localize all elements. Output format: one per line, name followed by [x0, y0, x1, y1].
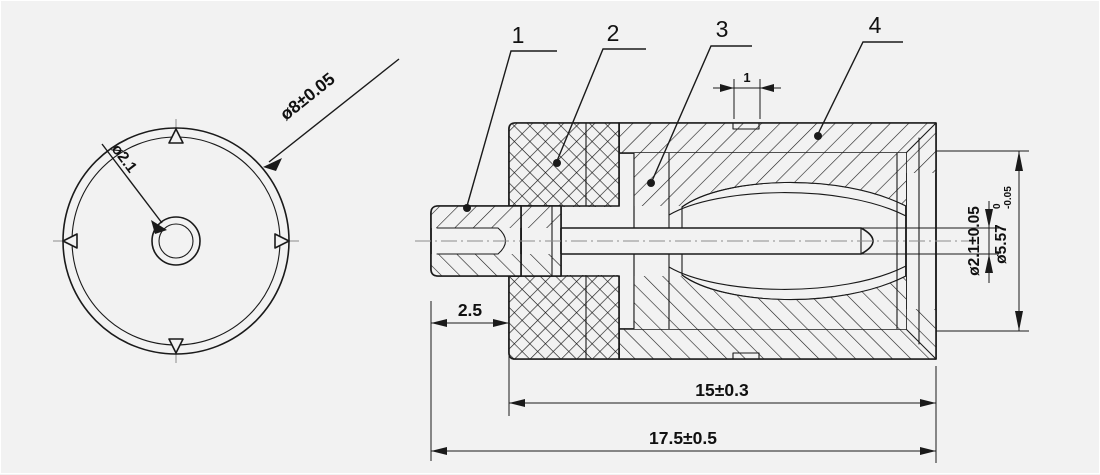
body-length-text: 15±0.3 [695, 380, 749, 400]
pin-tip-tube-bottom-hatch [431, 254, 521, 276]
outer-body-right-cap-bottom-hatch [906, 309, 936, 359]
front-face-offset-arrow-left [431, 319, 447, 327]
balloon-2-dot [647, 179, 655, 187]
dimension-bore-diameter-section: ø2.1±0.05 [861, 201, 999, 283]
body-length-arrow-left [509, 399, 525, 407]
balloon-callout-3: 2 [553, 20, 646, 167]
outer-body-top-notch-left [732, 122, 760, 130]
front-outer-diameter-text: ø8±0.05 [276, 68, 339, 124]
front-bore-inner-circle [158, 223, 194, 259]
outer-diameter-section-tol-lower-text: -0.05 [1003, 186, 1014, 209]
front-bore-diameter-leader-line [101, 143, 163, 224]
overall-length-arrow-right [920, 447, 936, 455]
balloon-callout-2: 3 [647, 16, 752, 187]
knurled-insulator-bottom-texture [509, 275, 619, 359]
front-bore-diameter-arrowhead [151, 220, 167, 234]
section-marker-bottom [168, 338, 184, 354]
balloon-1-label: 4 [869, 12, 882, 38]
outer-body-bottom-chamfer [905, 328, 937, 360]
overall-length-arrow-left [431, 447, 447, 455]
balloon-3-label: 2 [607, 20, 620, 46]
balloon-4-dot [463, 204, 471, 212]
front-end-view: ø8±0.05 ø2.1 [53, 58, 400, 363]
section-marker-left [62, 233, 78, 249]
balloon-4-leader [466, 50, 557, 207]
bore-diameter-section-text: ø2.1±0.05 [966, 206, 983, 276]
inner-sleeve-top-secondary-curve [668, 192, 907, 217]
outer-diameter-arrow-bottom [1015, 311, 1023, 331]
overall-length-text: 17.5±0.5 [649, 428, 717, 448]
pin-collar-bottom-hatch [509, 254, 561, 276]
outer-diameter-section-base-text: ø5.57 [993, 224, 1010, 264]
front-outer-diameter-leader-line [268, 58, 400, 163]
outer-diameter-arrow-top [1015, 151, 1023, 171]
bore-diameter-arrow-top [985, 209, 993, 228]
inner-sleeve-top-inner-curve [681, 181, 907, 208]
inner-sleeve-bottom-secondary-curve [668, 265, 907, 290]
inner-sleeve-bottom-inner-curve [681, 274, 907, 301]
dimension-body-length: 15±0.3 [508, 366, 937, 416]
dimension-front-face-offset: 2.5 [430, 300, 510, 461]
body-length-arrow-right [920, 399, 936, 407]
balloon-callout-4: 1 [463, 22, 557, 212]
balloon-4-label: 1 [512, 22, 525, 48]
front-outer-diameter-arrowhead [263, 158, 282, 171]
step-width-arrow-right [760, 84, 774, 92]
balloon-3-leader [556, 48, 646, 162]
dimension-step-width: 1 [713, 70, 781, 119]
section-marker-right [274, 233, 290, 249]
outer-diameter-section-tol-upper-text: 0 [992, 203, 1003, 209]
longitudinal-section-view: 1 2 3 4 [415, 12, 1029, 463]
pin-tip-tube-top-hatch [431, 206, 521, 228]
step-width-arrow-left [720, 84, 734, 92]
dimension-outer-diameter-section: ø5.57 0 -0.05 [936, 150, 1029, 332]
section-marker-top [168, 128, 184, 144]
balloon-2-leader [651, 45, 752, 182]
front-face-offset-text: 2.5 [458, 300, 483, 320]
bore-diameter-arrow-bottom [985, 254, 993, 273]
knurled-insulator-top-texture [509, 123, 619, 207]
pin-tip-tube-outline [430, 205, 522, 277]
outer-body-right-cap-top-hatch [906, 123, 936, 173]
front-face-offset-arrow-right [493, 319, 509, 327]
dimension-overall-length: 17.5±0.5 [431, 366, 937, 463]
outer-body-top-chamfer [905, 122, 937, 154]
balloon-3-dot [553, 159, 561, 167]
balloon-1-leader [817, 41, 903, 135]
knurled-insulator-top-outline [508, 122, 620, 207]
outer-body-bottom-notch-left [732, 352, 760, 360]
balloon-1-dot [814, 132, 822, 140]
balloon-2-label: 3 [716, 16, 729, 42]
pin-collar-top-hatch [509, 206, 561, 228]
balloon-callout-1: 4 [814, 12, 903, 140]
step-width-text: 1 [743, 70, 750, 85]
dimension-front-outer-diameter: ø8±0.05 [263, 58, 400, 171]
